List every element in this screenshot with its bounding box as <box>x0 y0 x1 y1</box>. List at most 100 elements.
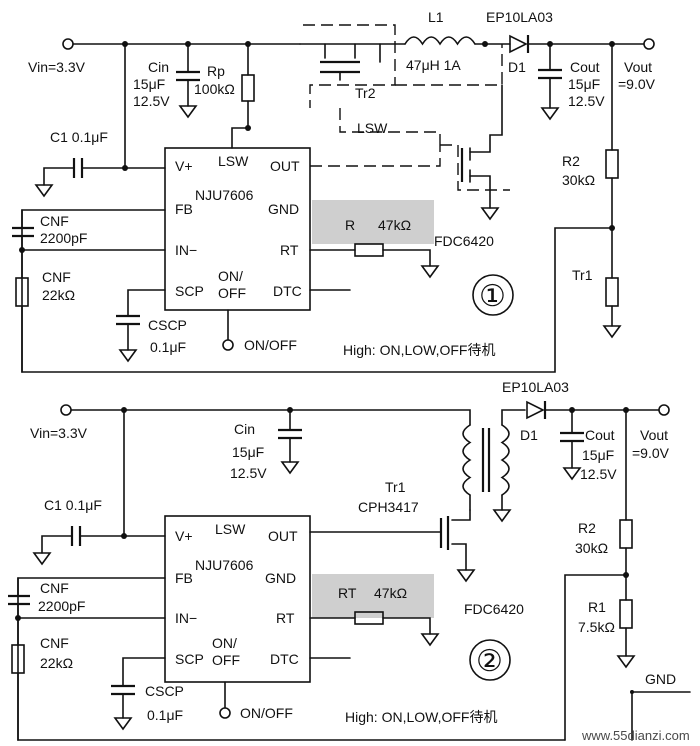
ic-nju7606-2 <box>164 515 311 683</box>
fdc-label-1: FDC6420 <box>434 233 494 249</box>
number-2: ② <box>476 645 503 678</box>
vout-label-1b: =9.0V <box>618 76 656 92</box>
pin-onoff2-2: OFF <box>212 652 240 668</box>
resistor-tr1 <box>605 277 619 307</box>
d1-part-1: EP10LA03 <box>486 9 553 25</box>
r-val: 47kΩ <box>378 217 411 233</box>
cnf1-name-2: CNF <box>40 580 69 596</box>
fdc-label-2: FDC6420 <box>464 601 524 617</box>
cout-val2-1: 12.5V <box>568 93 605 109</box>
diode-d1 <box>509 34 530 54</box>
mosfet-fdc6420-1 <box>395 44 510 221</box>
r1-val: 7.5kΩ <box>578 619 615 635</box>
transistor-tr2 <box>303 24 396 108</box>
r2-val-2: 30kΩ <box>575 540 608 556</box>
cscp-name-2: CSCP <box>145 683 184 699</box>
cin-val2-1: 12.5V <box>133 93 170 109</box>
vin-label-1: Vin=3.3V <box>28 59 86 75</box>
pin-onoff1-1: ON/ <box>218 268 243 284</box>
pin-onoff2-1: OFF <box>218 285 246 301</box>
watermark: www.55dianzi.com <box>581 728 690 743</box>
tr1-label-1: Tr1 <box>572 267 593 283</box>
transformer-tr1 <box>462 409 526 523</box>
circuit-number-1 <box>472 274 514 316</box>
pin-fb-2: FB <box>175 570 193 586</box>
circuit-number-2 <box>469 639 511 681</box>
vout-terminal-2 <box>658 404 670 416</box>
labels-circuit-1: Vin=3.3V Cin 15μF 12.5V Rp 100kΩ L1 47μH… <box>28 9 656 358</box>
vin-terminal-2 <box>60 404 72 416</box>
pin-lsw-2: LSW <box>215 521 246 537</box>
cout-val2-2: 12.5V <box>580 466 617 482</box>
l1-name: L1 <box>428 9 444 25</box>
onoff-label-2: ON/OFF <box>240 705 293 721</box>
d1-part-2: EP10LA03 <box>502 379 569 395</box>
cin-val2-2: 12.5V <box>230 465 267 481</box>
cin-val1-2: 15μF <box>232 444 264 460</box>
pin-dtc-2: DTC <box>270 651 299 667</box>
resistor-r2-2 <box>619 519 633 549</box>
r2-val-1: 30kΩ <box>562 172 595 188</box>
vout-terminal-1 <box>643 38 655 50</box>
rp-val: 100kΩ <box>194 81 235 97</box>
vin-label-2: Vin=3.3V <box>30 425 88 441</box>
r2-name-2: R2 <box>578 520 596 536</box>
tr1-part-2: CPH3417 <box>358 499 419 515</box>
pin-out-2: OUT <box>268 528 298 544</box>
resistor-rp <box>241 74 255 102</box>
vout-label-2a: Vout <box>640 427 668 443</box>
pin-scp-1: SCP <box>175 283 204 299</box>
pin-fb-1: FB <box>175 201 193 217</box>
cnf2-name-1: CNF <box>42 269 71 285</box>
note-1: High: ON,LOW,OFF待机 <box>343 342 495 358</box>
r-name: R <box>345 217 355 233</box>
d1-name-2: D1 <box>520 427 538 443</box>
r2-name-1: R2 <box>562 153 580 169</box>
gnd-label-2: GND <box>645 671 676 687</box>
c1-label-2: C1 0.1μF <box>44 497 102 513</box>
pin-onoff1-2: ON/ <box>212 635 237 651</box>
rt-name-2: RT <box>338 585 357 601</box>
diode-d2 <box>526 400 547 420</box>
cout-val1-2: 15μF <box>582 447 614 463</box>
pin-vplus-1: V+ <box>175 158 193 174</box>
tr1-label-2: Tr1 <box>385 479 406 495</box>
onoff-terminal-1 <box>222 339 234 351</box>
cnf1-val-1: 2200pF <box>40 230 87 246</box>
labels-circuit-2: Vin=3.3V Cin 15μF 12.5V EP10LA03 D1 Cout… <box>30 379 676 725</box>
cnf2-val-2: 22kΩ <box>40 655 73 671</box>
cnf1-val-2: 2200pF <box>38 598 85 614</box>
pin-scp-2: SCP <box>175 651 204 667</box>
cout-name-1: Cout <box>570 59 600 75</box>
cin-val1-1: 15μF <box>133 76 165 92</box>
rt-shade-2 <box>312 574 434 618</box>
r1-name: R1 <box>588 599 606 615</box>
onoff-terminal-2 <box>219 707 231 719</box>
pin-rt-2: RT <box>276 610 295 626</box>
pin-rt-1: RT <box>280 242 299 258</box>
vout-label-1a: Vout <box>624 59 652 75</box>
cout-val1-1: 15μF <box>568 76 600 92</box>
pin-inm-1: IN− <box>175 242 197 258</box>
inductor-l1 <box>404 36 476 46</box>
note-2: High: ON,LOW,OFF待机 <box>345 709 497 725</box>
cscp-val-2: 0.1μF <box>147 707 183 723</box>
lsw-dash-label: LSW <box>357 120 388 136</box>
cin-name-1: Cin <box>148 59 169 75</box>
number-1: ① <box>479 280 506 313</box>
circuit-2 <box>8 400 691 741</box>
d1-name-1: D1 <box>508 59 526 75</box>
onoff-label-1: ON/OFF <box>244 337 297 353</box>
rt-val-2: 47kΩ <box>374 585 407 601</box>
cin-name-2: Cin <box>234 421 255 437</box>
cout-name-2: Cout <box>585 427 615 443</box>
c1-label-1: C1 0.1μF <box>50 129 108 145</box>
ic-name-1: NJU7606 <box>195 187 254 203</box>
cscp-name-1: CSCP <box>148 317 187 333</box>
pin-lsw-1: LSW <box>218 153 249 169</box>
pin-vplus-2: V+ <box>175 528 193 544</box>
resistor-r1 <box>619 599 633 629</box>
cnf1-name-1: CNF <box>40 213 69 229</box>
rt-shade-1 <box>312 200 434 244</box>
